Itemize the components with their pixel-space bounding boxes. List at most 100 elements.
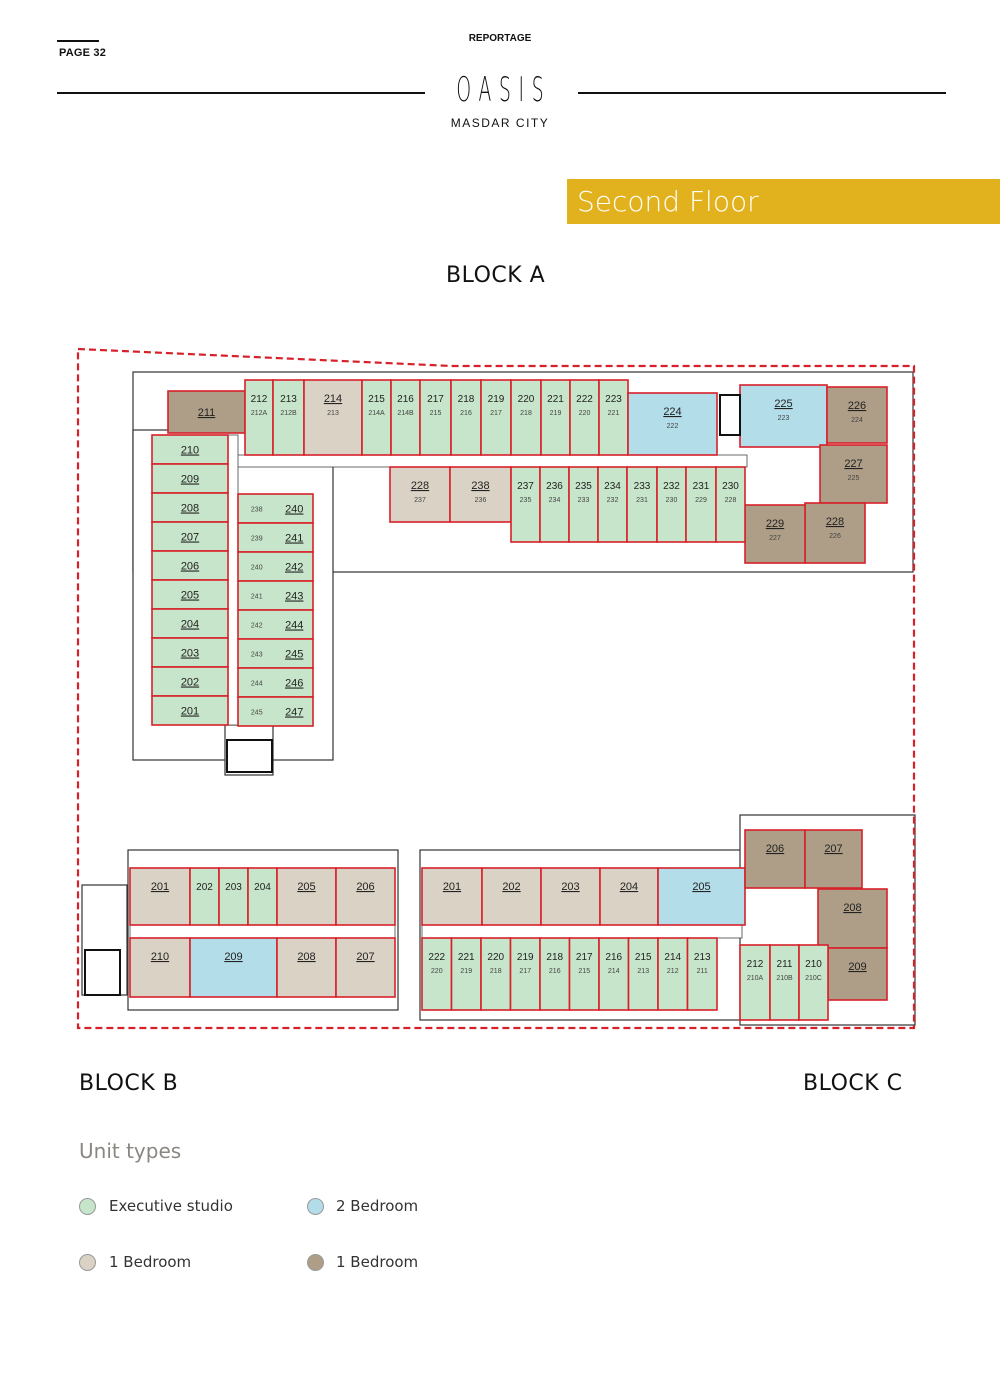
unit-a-211 — [167, 390, 246, 434]
unit-number: 213 — [694, 952, 711, 963]
unit-number: 219 — [488, 394, 505, 405]
logo-subtitle: MASDAR CITY — [450, 116, 550, 130]
unit-a-229 — [744, 504, 806, 564]
unit-number: 216 — [397, 394, 414, 405]
unit-c-213 — [686, 937, 718, 1011]
unit-number: 242 — [285, 562, 303, 574]
unit-a-241 — [237, 522, 314, 553]
unit-number: 205 — [297, 881, 315, 893]
unit-b-202 — [189, 867, 220, 926]
unit-sub-number: 213 — [637, 968, 649, 975]
unit-c-206 — [744, 829, 806, 889]
unit-a-234 — [597, 466, 628, 543]
unit-number: 232 — [663, 481, 680, 492]
two-bed-swatch — [307, 1197, 324, 1215]
unit-sub-number: 240 — [251, 565, 263, 572]
unit-c-201 — [421, 867, 483, 926]
unit-sub-number: 239 — [251, 536, 263, 543]
unit-number: 210 — [181, 445, 199, 457]
unit-c-205 — [657, 867, 746, 926]
unit-sub-number: 228 — [725, 497, 737, 504]
unit-c-212 — [739, 944, 771, 1021]
unit-number: 222 — [576, 394, 593, 405]
unit-number: 244 — [285, 620, 303, 632]
unit-a-209 — [151, 463, 229, 494]
unit-number: 240 — [285, 504, 303, 516]
unit-sub-number: 210A — [747, 975, 764, 982]
unit-sub-number: 218 — [490, 968, 502, 975]
one-bed-dark-swatch — [307, 1253, 324, 1271]
unit-number: 207 — [824, 843, 842, 855]
unit-b-204 — [247, 867, 278, 926]
unit-c-204 — [599, 867, 659, 926]
unit-c-203 — [540, 867, 601, 926]
unit-number: 221 — [547, 394, 564, 405]
unit-number: 213 — [280, 394, 297, 405]
unit-a-236 — [539, 466, 570, 543]
unit-number: 201 — [151, 881, 169, 893]
unit-number: 206 — [356, 881, 374, 893]
unit-number: 219 — [517, 952, 534, 963]
unit-sub-number: 238 — [251, 507, 263, 514]
unit-sub-number: 225 — [848, 475, 860, 482]
unit-number: 229 — [766, 518, 784, 530]
unit-number: 217 — [427, 394, 444, 405]
unit-sub-number: 219 — [460, 968, 472, 975]
unit-c-210 — [798, 944, 829, 1021]
unit-sub-number: 219 — [550, 410, 562, 417]
unit-a-232 — [656, 466, 687, 543]
unit-a-216 — [390, 379, 421, 456]
unit-number: 211 — [198, 407, 216, 419]
floor-title-band — [567, 179, 1000, 224]
unit-c-221 — [450, 937, 482, 1011]
header-rule-right — [578, 92, 946, 94]
unit-number: 235 — [575, 481, 592, 492]
unit-number: 203 — [225, 882, 242, 893]
unit-sub-number: 235 — [520, 497, 532, 504]
unit-sub-number: 215 — [430, 410, 442, 417]
unit-number: 212 — [747, 959, 764, 970]
unit-number: 214 — [664, 952, 681, 963]
floor-title: Second Floor — [577, 185, 759, 218]
unit-number: 218 — [546, 952, 563, 963]
unit-sub-number: 212 — [667, 968, 679, 975]
legend-label: Executive studio — [109, 1197, 233, 1215]
unit-sub-number: 243 — [251, 652, 263, 659]
unit-a-244 — [237, 609, 314, 640]
unit-sub-number: 242 — [251, 623, 263, 630]
unit-sub-number: 232 — [607, 497, 619, 504]
unit-sub-number: 210C — [805, 975, 822, 982]
unit-number: 208 — [181, 503, 199, 515]
unit-a-221 — [540, 379, 571, 456]
stair-core — [226, 739, 273, 773]
unit-sub-number: 223 — [778, 415, 790, 422]
unit-c-207 — [804, 829, 863, 889]
unit-sub-number: 218 — [520, 410, 532, 417]
unit-number: 218 — [458, 394, 475, 405]
unit-c-222 — [421, 937, 453, 1011]
unit-a-222 — [569, 379, 600, 456]
unit-number: 231 — [693, 481, 710, 492]
unit-c-208 — [817, 888, 888, 949]
unit-a-202 — [151, 666, 229, 697]
unit-a-245 — [237, 638, 314, 669]
unit-number: 226 — [848, 400, 866, 412]
unit-sub-number: 224 — [851, 417, 863, 424]
studio-swatch — [79, 1197, 96, 1215]
page-number: PAGE 32 — [59, 47, 107, 59]
unit-a-224 — [627, 392, 718, 456]
unit-number: 201 — [181, 706, 199, 718]
unit-a-214 — [303, 379, 363, 456]
unit-b-209 — [189, 937, 278, 998]
corridor — [421, 924, 743, 939]
unit-a-235 — [568, 466, 599, 543]
unit-b-205 — [276, 867, 337, 926]
unit-sub-number: 227 — [769, 535, 781, 542]
unit-number: 211 — [777, 959, 793, 970]
legend-label: 1 Bedroom — [336, 1253, 419, 1271]
unit-number: 207 — [181, 532, 199, 544]
unit-number: 204 — [181, 619, 199, 631]
unit-number: 208 — [297, 951, 315, 963]
unit-sub-number: 244 — [251, 681, 263, 688]
